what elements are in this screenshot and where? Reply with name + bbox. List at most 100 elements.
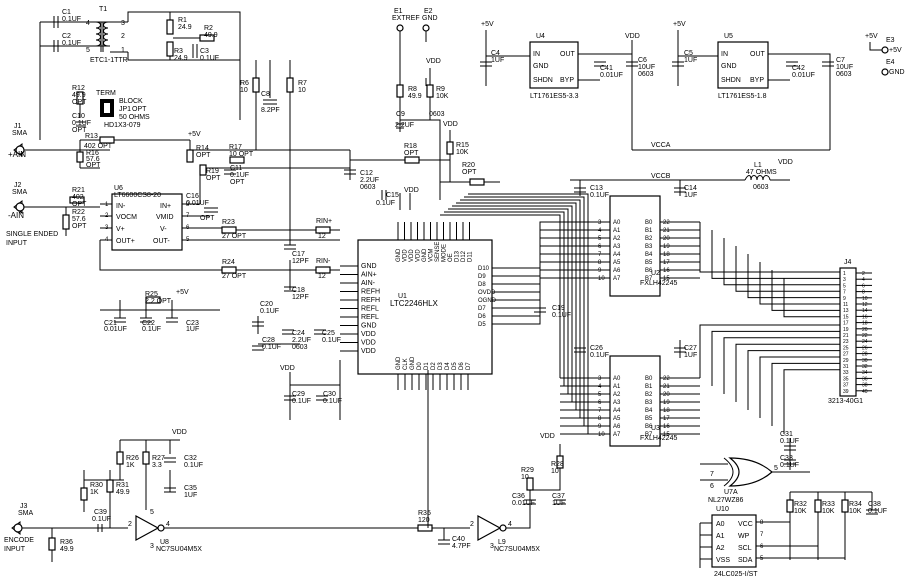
svg-text:0.1UF: 0.1UF [200,55,219,62]
pin-label: 36 [862,376,868,382]
pin-label: B7 [645,276,653,282]
svg-text:TERM: TERM [96,90,116,97]
svg-text:+5V: +5V [673,21,686,28]
svg-text:0.1UF: 0.1UF [780,438,799,445]
svg-text:OPT: OPT [196,152,211,159]
pin-label: AIN- [361,280,376,287]
svg-text:4: 4 [86,20,90,27]
svg-text:R34: R34 [849,501,862,508]
svg-text:L1: L1 [754,162,762,169]
svg-text:R28: R28 [551,461,564,468]
svg-text:OPT: OPT [404,150,419,157]
svg-text:0.1UF: 0.1UF [780,462,799,469]
pin-label: 10 [862,296,868,302]
pin-label: A6 [613,268,621,274]
pin-label: 30 [862,358,868,364]
svg-text:10K: 10K [794,508,807,515]
svg-text:C29: C29 [292,391,305,398]
svg-text:+5V: +5V [889,47,902,54]
pin-label: A0 [613,376,621,382]
supply-rails: VCCA VCCB L1 47 OHMS 0603 VDD C13 0.1UF … [534,142,830,359]
pin-label: 19 [663,244,670,250]
svg-text:V+: V+ [116,226,125,233]
pin-label: 25 [843,345,849,351]
wire [464,196,585,427]
svg-text:A1: A1 [716,533,725,540]
svg-text:C32: C32 [184,455,197,462]
svg-text:+5V: +5V [176,289,189,296]
svg-text:47 OHMS: 47 OHMS [746,169,777,176]
svg-text:6: 6 [710,483,714,490]
pin-label: 5 [843,283,846,289]
svg-text:RIN-: RIN- [316,258,331,265]
svg-text:0.1UF: 0.1UF [590,192,609,199]
svg-text:C40: C40 [452,536,465,543]
pin-label: VDD [361,331,376,338]
svg-text:OPT: OPT [72,99,87,106]
wire [735,246,840,292]
svg-text:INPUT: INPUT [4,546,26,553]
svg-text:0603: 0603 [292,344,308,351]
svg-text:8.2PF: 8.2PF [261,107,280,114]
wire [771,270,840,311]
svg-text:C35: C35 [184,485,197,492]
wire [735,343,840,402]
svg-text:R14: R14 [196,145,209,152]
svg-text:C37: C37 [552,493,565,500]
pin-label: 19 [663,400,670,406]
pin-label: 32 [862,364,868,370]
pin-label: D0 [417,362,423,370]
pin-label: 21 [663,384,670,390]
wire [699,222,840,273]
pin-label: 27 [843,352,849,358]
pin-label: 3 [598,376,602,382]
u1-ref: U1 [398,293,407,300]
pin-label: 8 [598,260,602,266]
svg-text:C19: C19 [552,305,565,312]
svg-text:1UF: 1UF [184,492,197,499]
svg-text:VMID: VMID [156,214,174,221]
pin-label: 28 [862,352,868,358]
pin-label: A4 [613,252,621,258]
svg-text:2.2UF: 2.2UF [395,122,414,129]
svg-text:0.1UF: 0.1UF [142,326,161,333]
svg-text:C30: C30 [323,391,336,398]
svg-text:10K: 10K [822,508,835,515]
svg-text:C21: C21 [104,320,117,327]
svg-text:SDA: SDA [738,557,753,564]
svg-text:SMA: SMA [12,189,28,196]
j1-connector: J1 SMA +AIN [8,123,110,159]
pin-label: GND [410,356,416,370]
pin-label: GND [396,248,402,262]
svg-text:SHDN: SHDN [721,77,741,84]
svg-text:E4: E4 [886,59,895,66]
pin-label: 17 [663,416,670,422]
svg-text:1UF: 1UF [186,326,199,333]
svg-text:C9: C9 [396,111,405,118]
pin-label: A3 [613,400,621,406]
pin-label: D12 [461,250,467,262]
pin-label: B0 [645,376,653,382]
svg-text:0.1UF: 0.1UF [552,312,571,319]
pin-label: 23 [843,339,849,345]
pin-label: D6 [459,362,465,370]
pin-label: 18 [663,252,670,258]
svg-text:OPT: OPT [230,179,245,186]
pin-label: 19 [843,327,849,333]
svg-text:C36: C36 [512,493,525,500]
svg-text:VDD: VDD [404,187,419,194]
pin-label: 17 [843,321,849,327]
pin-label: B4 [645,408,653,414]
svg-text:+5V: +5V [865,33,878,40]
svg-text:2: 2 [128,521,132,528]
svg-text:C38: C38 [868,501,881,508]
svg-text:OPT: OPT [200,215,215,222]
svg-text:VSS: VSS [716,557,730,564]
wire [747,254,840,299]
c2-value: 0.1UF [62,40,81,47]
pin-label: 6 [862,283,865,289]
svg-text:0.1UF: 0.1UF [868,508,887,515]
svg-text:1K: 1K [90,489,99,496]
svg-text:LT6600CS8-20: LT6600CS8-20 [114,192,161,199]
